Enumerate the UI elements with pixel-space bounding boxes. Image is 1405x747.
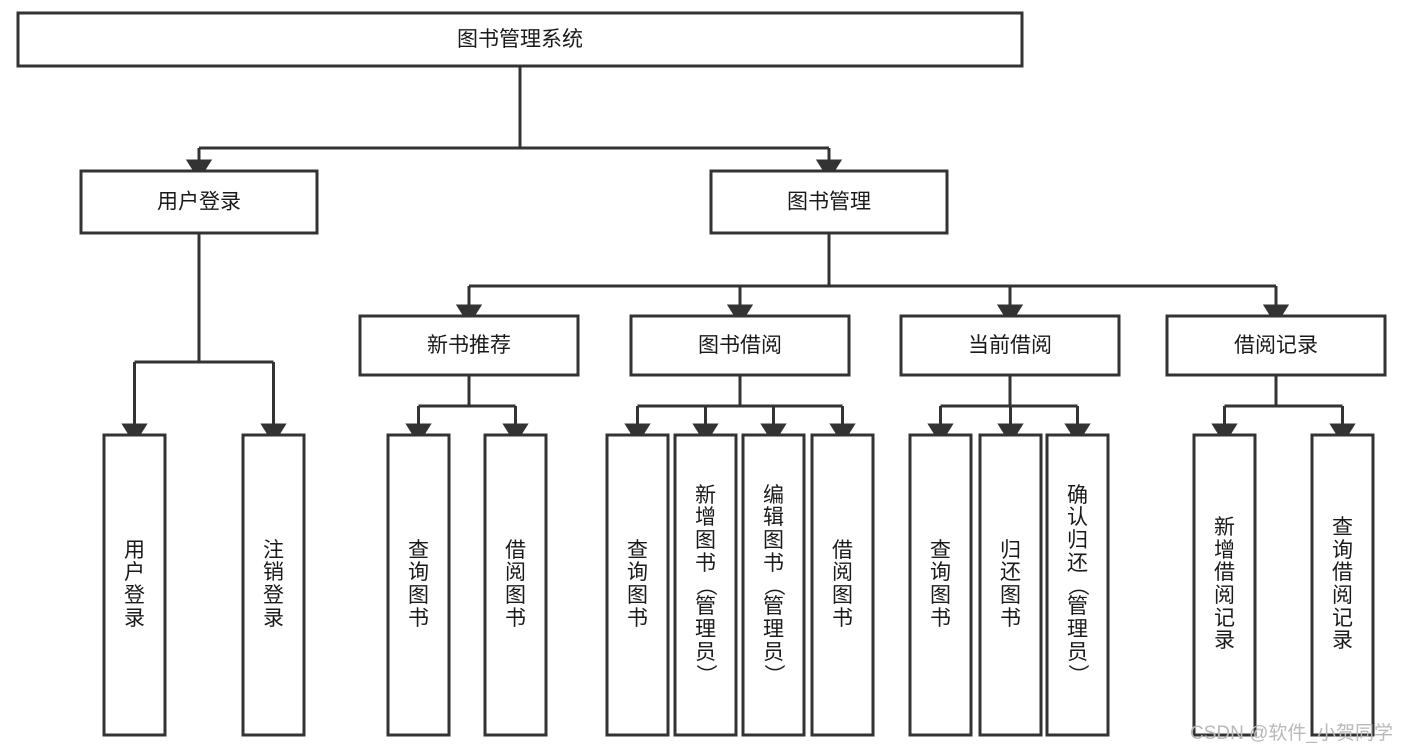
- node-box-l-bor-query[interactable]: [605, 433, 670, 737]
- node-box-l-bor-add[interactable]: [673, 433, 738, 737]
- node-box-l-rec-query[interactable]: [386, 433, 451, 737]
- node-box-n-current[interactable]: [899, 314, 1121, 377]
- node-box-n-records[interactable]: [1165, 314, 1387, 377]
- node-label-n-records: 借阅记录: [1234, 334, 1318, 357]
- node-label-n-book-manage: 图书管理: [787, 191, 871, 214]
- node-box-root[interactable]: [16, 11, 1024, 68]
- node-box-l-bor-edit[interactable]: [741, 433, 806, 737]
- node-box-n-book-manage[interactable]: [709, 169, 949, 235]
- node-box-l-cur-return[interactable]: [978, 433, 1043, 737]
- edge-layer: [121, 66, 1356, 445]
- node-box-n-borrow[interactable]: [629, 314, 851, 377]
- node-box-l-cur-confirm[interactable]: [1045, 433, 1110, 737]
- box-layer: [16, 11, 1387, 737]
- node-label-n-current: 当前借阅: [968, 334, 1052, 357]
- node-box-n-user-login[interactable]: [79, 169, 319, 235]
- node-box-l-bor-lend[interactable]: [810, 433, 875, 737]
- node-label-n-new-rec: 新书推荐: [427, 334, 511, 357]
- node-box-n-new-rec[interactable]: [358, 314, 580, 377]
- node-box-l-rec-add[interactable]: [1192, 433, 1257, 737]
- node-label-root: 图书管理系统: [457, 28, 583, 51]
- node-box-l-user-login[interactable]: [102, 433, 167, 737]
- node-box-l-rec-borrow[interactable]: [483, 433, 548, 737]
- node-label-n-user-login: 用户登录: [157, 191, 241, 214]
- csdn-watermark: CSDN @软件_小贺同学: [1190, 723, 1393, 744]
- node-box-l-rec-search[interactable]: [1310, 433, 1375, 737]
- node-label-n-borrow: 图书借阅: [698, 334, 782, 357]
- node-box-l-user-logout[interactable]: [241, 433, 306, 737]
- node-box-l-cur-query[interactable]: [908, 433, 973, 737]
